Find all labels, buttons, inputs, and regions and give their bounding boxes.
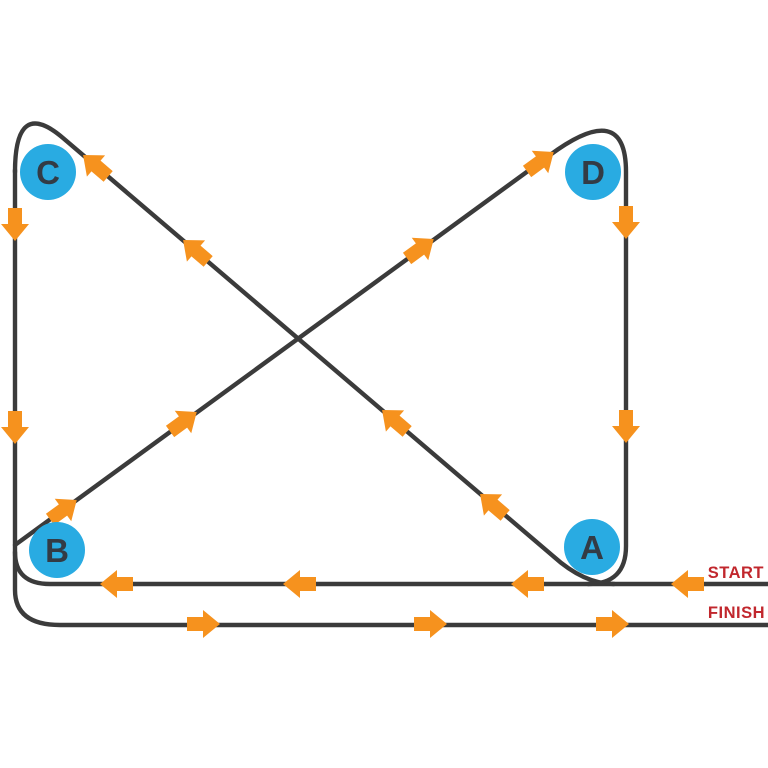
direction-arrow-northwest bbox=[480, 493, 510, 521]
node-circle-D bbox=[565, 144, 621, 200]
direction-arrow-east bbox=[414, 610, 447, 638]
track-path-diagonal-b-to-d-right-vertical bbox=[12, 128, 629, 587]
direction-arrow-northwest bbox=[83, 154, 113, 182]
direction-arrow-northeast bbox=[45, 498, 77, 526]
direction-arrow-south bbox=[612, 410, 640, 443]
direction-arrow-west bbox=[283, 570, 316, 598]
direction-arrow-west bbox=[671, 570, 704, 598]
direction-arrow-east bbox=[187, 610, 220, 638]
node-circle-C bbox=[20, 144, 76, 200]
direction-arrow-south bbox=[612, 206, 640, 239]
track-path-left-vertical-finish-line bbox=[12, 167, 768, 628]
node-circle-A bbox=[564, 519, 620, 575]
direction-arrow-east bbox=[596, 610, 629, 638]
direction-arrow-west bbox=[511, 570, 544, 598]
node-layer: C D B A bbox=[20, 144, 621, 578]
track-path-c-corner-diagonal-c-to-a bbox=[12, 121, 617, 587]
node-label-C: C bbox=[36, 154, 60, 191]
direction-arrow-northeast bbox=[522, 150, 554, 178]
finish-label: FINISH bbox=[708, 604, 765, 622]
direction-arrow-south bbox=[1, 208, 29, 241]
node-label-A: A bbox=[580, 529, 604, 566]
direction-arrow-south bbox=[1, 411, 29, 444]
direction-arrow-northeast bbox=[165, 410, 197, 438]
node-label-D: D bbox=[581, 154, 605, 191]
direction-arrow-northeast bbox=[402, 237, 434, 265]
node-circle-B bbox=[29, 522, 85, 578]
direction-arrow-northwest bbox=[382, 409, 412, 437]
direction-arrow-west bbox=[100, 570, 133, 598]
track-layer bbox=[12, 121, 768, 628]
node-label-B: B bbox=[45, 532, 69, 569]
start-label: START bbox=[708, 564, 764, 582]
direction-arrow-northwest bbox=[183, 239, 213, 267]
arrow-layer bbox=[1, 150, 704, 638]
